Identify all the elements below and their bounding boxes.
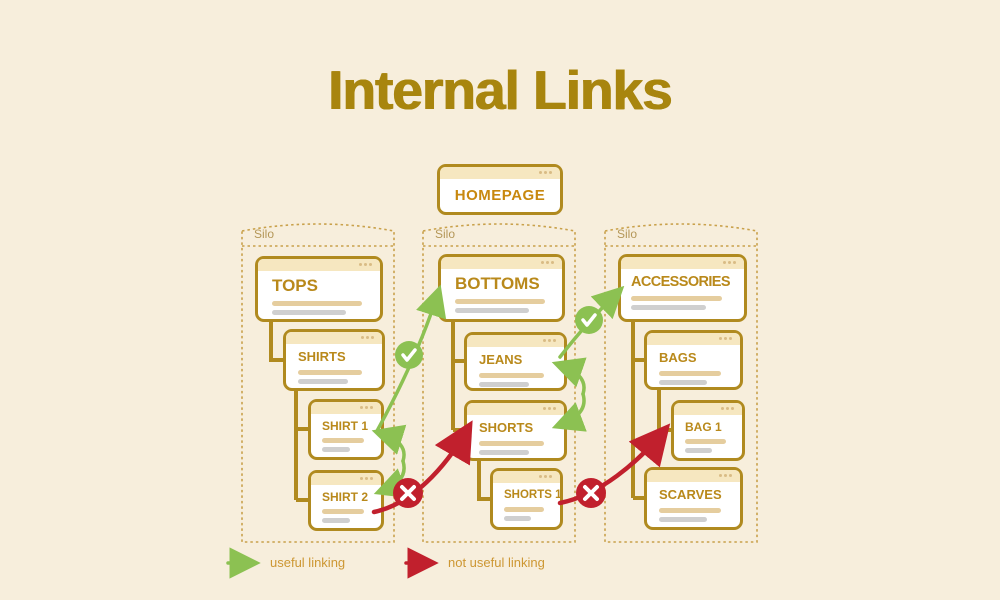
window-titlebar — [258, 259, 380, 271]
placeholder-line — [322, 438, 364, 444]
window-titlebar — [440, 167, 560, 179]
window-titlebar — [674, 403, 742, 415]
window-titlebar — [441, 257, 562, 269]
page-card-jeans: JEANS — [464, 332, 567, 391]
placeholder-line — [298, 379, 348, 385]
homepage-card: HOMEPAGE — [437, 164, 563, 215]
placeholder-line — [685, 448, 713, 454]
window-dots-icon — [371, 336, 374, 339]
window-titlebar — [467, 403, 564, 415]
page-card-label: SCARVES — [659, 487, 722, 502]
window-dots-icon — [729, 474, 732, 477]
page-card-shirt-1: SHIRT 1 — [308, 399, 384, 460]
window-titlebar — [647, 333, 740, 345]
window-dots-icon — [370, 477, 373, 480]
homepage-label: HOMEPAGE — [454, 187, 546, 204]
page-card-shorts-1: SHORTS 1 — [490, 468, 563, 530]
placeholder-line — [298, 370, 363, 376]
page-title: Internal Links — [328, 59, 673, 121]
window-dots-icon — [731, 407, 734, 410]
placeholder-line — [659, 508, 722, 514]
placeholder-line — [322, 447, 350, 453]
placeholder-line — [272, 309, 347, 315]
placeholder-line — [479, 382, 530, 388]
placeholder-line — [631, 304, 707, 310]
useful-link-jeans-to-accessories — [558, 285, 625, 359]
placeholder-line — [455, 298, 545, 304]
window-dots-icon — [549, 475, 552, 478]
window-dots-icon — [553, 339, 556, 342]
placeholder-line — [504, 506, 545, 512]
window-dots-icon — [551, 261, 554, 264]
placeholder-line — [322, 509, 364, 515]
window-dots-icon — [369, 263, 372, 266]
useful-link-to-shirt2 — [373, 459, 409, 498]
page-card-label: TOPS — [272, 276, 318, 295]
page-card-label: BOTTOMS — [455, 274, 540, 293]
page-card-label: SHORTS 1 — [504, 489, 562, 501]
useful-link-shirt1-to-bottoms — [375, 284, 447, 433]
window-titlebar — [311, 402, 381, 414]
page-card-label: SHIRTS — [298, 349, 346, 364]
page-card-shorts: SHORTS — [464, 400, 567, 461]
placeholder-line — [659, 371, 722, 377]
placeholder-line — [631, 295, 723, 301]
page-card-label: BAGS — [659, 350, 697, 365]
page-card-accessories: ACCESSORIES — [618, 254, 747, 322]
placeholder-line — [479, 450, 530, 456]
placeholder-line — [479, 373, 544, 379]
check-icon — [395, 341, 423, 369]
page-card-label: BAG 1 — [685, 420, 722, 434]
window-dots-icon — [729, 337, 732, 340]
placeholder-line — [685, 439, 726, 445]
page-card-bag-1: BAG 1 — [671, 400, 745, 461]
placeholder-line — [504, 515, 531, 521]
page-card-bags: BAGS — [644, 330, 743, 390]
window-titlebar — [493, 471, 560, 483]
placeholder-line — [659, 380, 708, 386]
not-useful-link-shirt2-to-shorts — [371, 420, 473, 515]
cross-icon — [393, 478, 423, 508]
window-dots-icon — [549, 171, 552, 174]
legend-useful-label: useful linking — [270, 555, 346, 570]
window-dots-icon — [370, 406, 373, 409]
silo-1-label: Silo — [254, 227, 275, 241]
page-card-label: SHORTS — [479, 420, 534, 435]
page-card-label: JEANS — [479, 352, 523, 367]
window-titlebar — [286, 332, 382, 344]
silo-2-label: Silo — [435, 227, 456, 241]
page-card-label: SHIRT 1 — [322, 419, 369, 433]
placeholder-line — [455, 307, 529, 313]
window-titlebar — [621, 257, 744, 269]
page-card-label: ACCESSORIES — [631, 274, 731, 290]
window-dots-icon — [553, 407, 556, 410]
check-icon — [575, 306, 603, 334]
silo-3-label: Silo — [617, 227, 638, 241]
window-titlebar — [467, 335, 564, 347]
placeholder-line — [659, 517, 708, 523]
placeholder-line — [322, 518, 350, 524]
window-titlebar — [647, 470, 740, 482]
page-card-shirts: SHIRTS — [283, 329, 385, 391]
legend-not-useful-label: not useful linking — [448, 555, 545, 570]
page-card-shirt-2: SHIRT 2 — [308, 470, 384, 531]
page-card-bottoms: BOTTOMS — [438, 254, 565, 322]
page-card-scarves: SCARVES — [644, 467, 743, 530]
window-dots-icon — [733, 261, 736, 264]
cross-icon — [576, 478, 606, 508]
page-card-tops: TOPS — [255, 256, 383, 322]
placeholder-line — [479, 441, 544, 447]
page-card-label: SHIRT 2 — [322, 490, 369, 504]
window-titlebar — [311, 473, 381, 485]
placeholder-line — [272, 300, 363, 306]
